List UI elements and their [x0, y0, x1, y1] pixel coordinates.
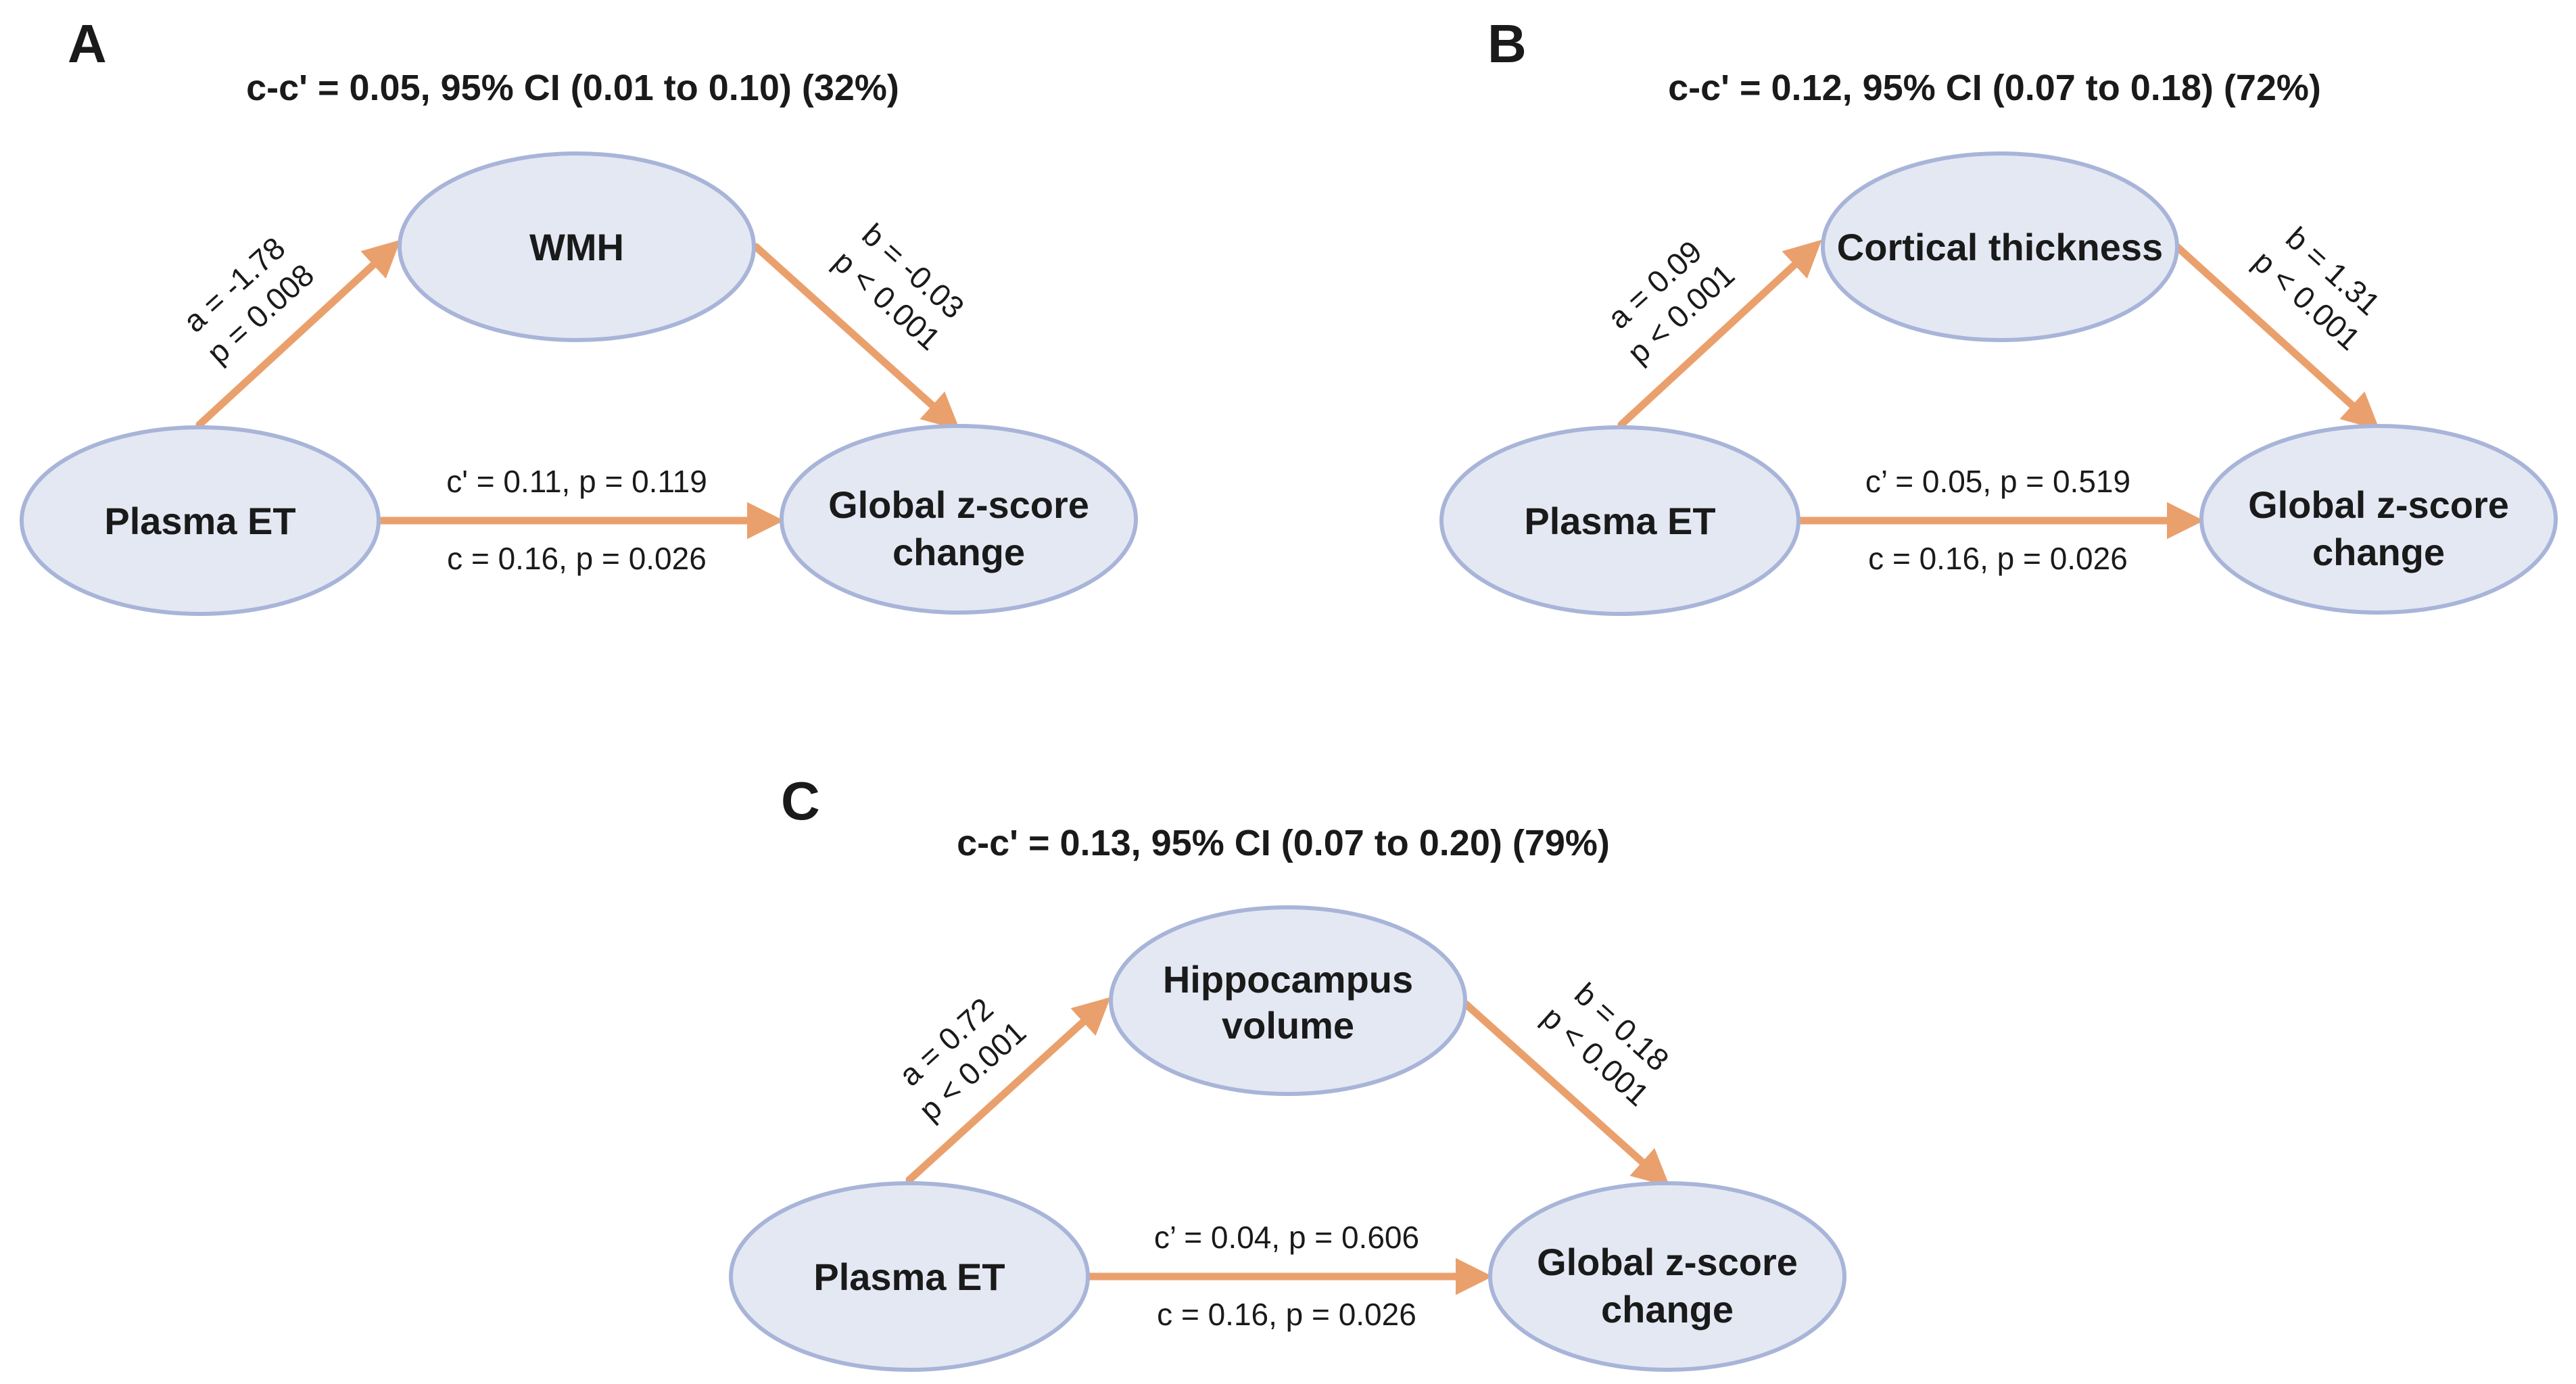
path-a-label: a = -1.78 p = 0.008: [176, 230, 320, 371]
path-b-label: b = 0.18 p < 0.001: [1535, 976, 1676, 1112]
panel-title: c-c' = 0.12, 95% CI (0.07 to 0.18) (72%): [1668, 68, 2321, 108]
mediator-node: [1821, 151, 2179, 342]
mediator-label-line2: volume: [1222, 1004, 1354, 1047]
exposure-node: [729, 1181, 1090, 1372]
outcome-label-line2: change: [1601, 1288, 1734, 1331]
outcome-label-line2: change: [892, 531, 1025, 573]
mediator-node: [398, 151, 756, 342]
exposure-label: Plasma ET: [813, 1256, 1005, 1298]
exposure-label: Plasma ET: [104, 500, 295, 542]
panel-a: A c-c' = 0.05, 95% CI (0.01 to 0.10) (32…: [20, 14, 1138, 616]
panel-label: A: [68, 14, 107, 74]
outcome-label-line1: Global z-score: [828, 483, 1089, 526]
total-effect-label: c = 0.16, p = 0.026: [1157, 1297, 1416, 1332]
direct-effect-label: c' = 0.11, p = 0.119: [446, 464, 707, 499]
panel-label: B: [1487, 14, 1527, 74]
total-effect-label: c = 0.16, p = 0.026: [1868, 541, 2128, 576]
mediator-label-line1: Hippocampus: [1163, 958, 1413, 1001]
path-b-arrow: [1462, 1000, 1670, 1187]
panel-b: B c-c' = 0.12, 95% CI (0.07 to 0.18) (72…: [1439, 14, 2558, 616]
path-b-arrow: [752, 243, 960, 431]
panel-title: c-c' = 0.05, 95% CI (0.01 to 0.10) (32%): [246, 68, 899, 108]
outcome-label-line1: Global z-score: [2248, 483, 2509, 526]
path-b-arrow: [2173, 243, 2380, 431]
outcome-node: [780, 424, 1138, 615]
direct-effect-label: c’ = 0.05, p = 0.519: [1865, 464, 2130, 499]
outcome-label-line2: change: [2312, 531, 2445, 573]
mediator-node: [1109, 905, 1467, 1096]
path-a-label: a = 0.09 p < 0.001: [1601, 233, 1742, 370]
direct-effect-label: c’ = 0.04, p = 0.606: [1154, 1220, 1419, 1255]
outcome-node: [2199, 424, 2558, 615]
mediator-label: WMH: [529, 226, 624, 268]
exposure-node: [1439, 425, 1800, 616]
path-a-arrow: [905, 997, 1111, 1184]
outcome-label-line1: Global z-score: [1537, 1241, 1798, 1283]
panel-label: C: [781, 771, 820, 831]
panel-title: c-c' = 0.13, 95% CI (0.07 to 0.20) (79%): [957, 823, 1610, 863]
outcome-node: [1488, 1181, 1846, 1372]
panel-c: C c-c' = 0.13, 95% CI (0.07 to 0.20) (79…: [729, 771, 1846, 1372]
mediator-label: Cortical thickness: [1837, 226, 2163, 268]
path-a-arrow: [1617, 239, 1822, 429]
path-a-arrow: [195, 239, 401, 429]
exposure-label: Plasma ET: [1524, 500, 1715, 542]
exposure-node: [20, 425, 381, 616]
path-a-label: a = 0.72 p < 0.001: [892, 991, 1033, 1127]
path-b-label: b = 1.31 p < 0.001: [2247, 220, 2387, 356]
path-b-label: b = -0.03 p < 0.001: [827, 216, 971, 357]
total-effect-label: c = 0.16, p = 0.026: [447, 541, 707, 576]
